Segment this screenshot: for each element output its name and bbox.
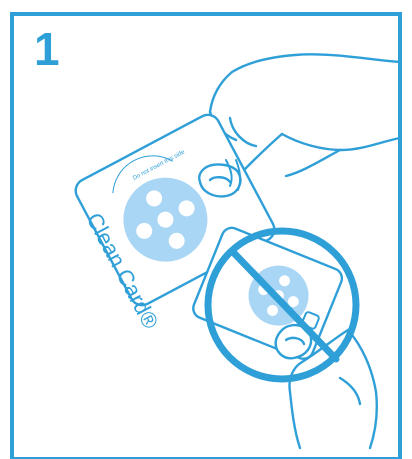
prohibition-group <box>190 225 376 448</box>
step-number: 1 <box>34 26 60 72</box>
thumb-top <box>199 165 240 197</box>
